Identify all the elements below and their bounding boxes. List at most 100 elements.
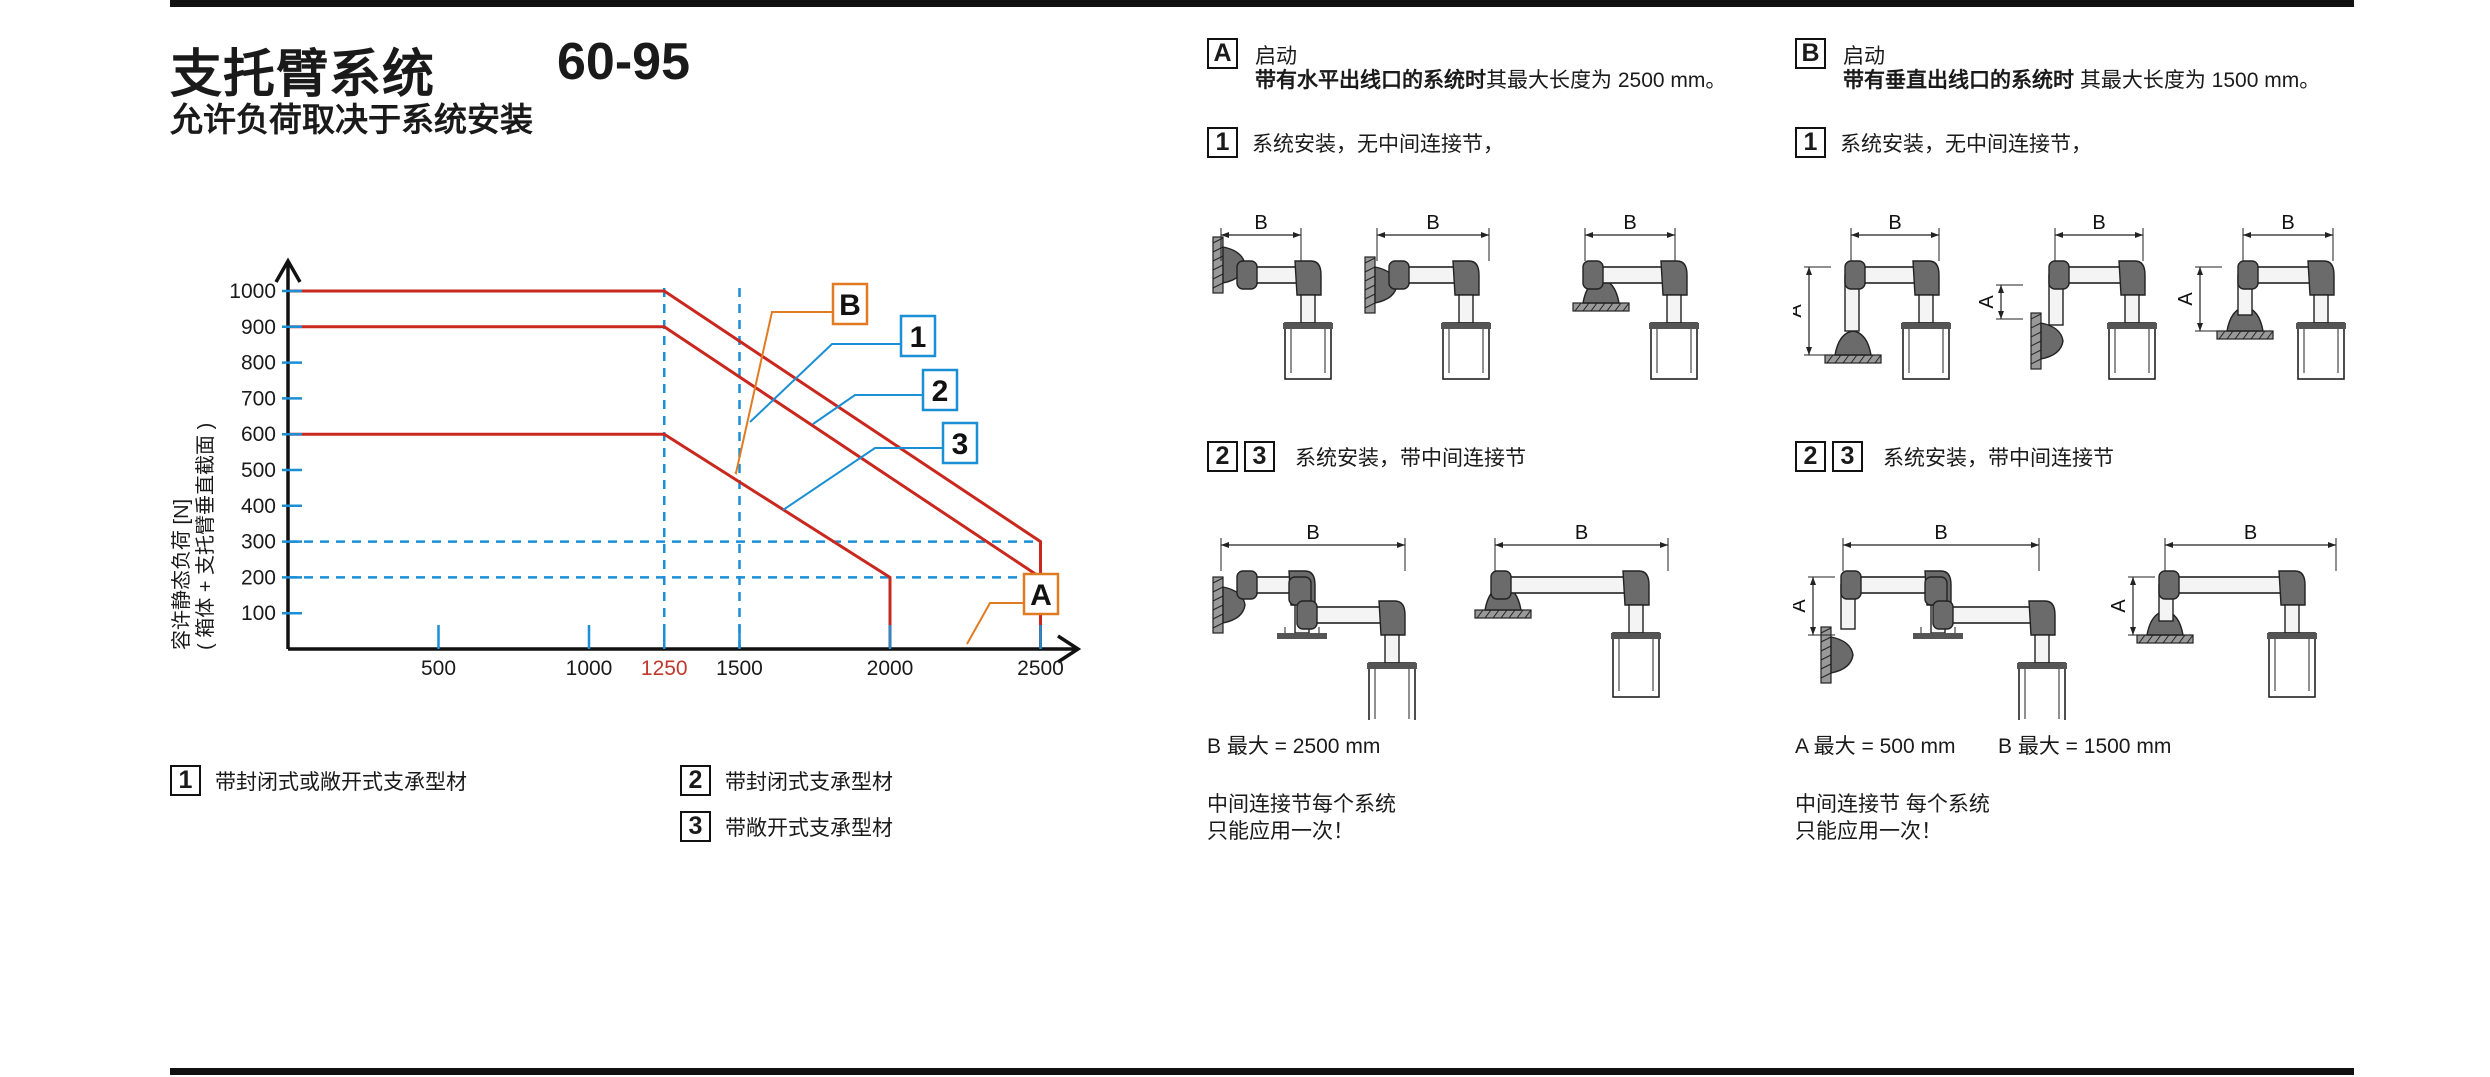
arm-tube xyxy=(2062,266,2126,284)
panel-b-line2-rest: 其最大长度为 1500 mm。 xyxy=(2074,69,2321,92)
hatch-line xyxy=(1858,354,1866,364)
arm-joint xyxy=(1388,260,1410,290)
hatch-line xyxy=(1212,577,1224,584)
panel-a-note2: 只能应用一次！ xyxy=(1207,820,1354,843)
series-line-3 xyxy=(288,432,892,649)
hatch-line xyxy=(1866,354,1874,364)
arm-elbow xyxy=(2307,260,2335,296)
legend-badge: 3 xyxy=(680,811,711,842)
hatch-line xyxy=(2242,330,2250,340)
hatch-line xyxy=(2178,634,2186,644)
hatch-line xyxy=(1582,302,1590,312)
hatch-line xyxy=(1850,354,1858,364)
hatch-line xyxy=(1606,302,1614,312)
arm-elbow xyxy=(1622,570,1650,606)
callout-label-3: 3 xyxy=(952,428,969,461)
hatch-line xyxy=(1820,636,1832,643)
callout-box-3 xyxy=(941,421,979,465)
panel-b-line2-bold: 带有垂直出线口的系统时 xyxy=(1843,69,2074,92)
panel-a-line2-rest: 其最大长度为 2500 mm。 xyxy=(1486,69,1727,92)
dimension-label-a: A xyxy=(1793,304,1806,318)
housing-cap xyxy=(2107,323,2157,329)
dimension-label-b: B xyxy=(2281,212,2294,234)
hatch-line xyxy=(1364,266,1376,273)
arm-tube xyxy=(1504,576,1630,594)
housing-cap xyxy=(1913,633,1963,639)
arm-tube xyxy=(2251,266,2315,284)
dimension-label-b: B xyxy=(1623,212,1636,234)
callout-leader-A xyxy=(966,602,1024,645)
hatch-line xyxy=(1212,586,1224,593)
hatch-line xyxy=(1574,302,1582,312)
legend-text: 带敞开式支承型材 xyxy=(725,816,893,840)
panel-a-sec1-text: 系统安装，无中间连接节， xyxy=(1252,132,1504,156)
hatch-line xyxy=(1364,257,1376,264)
x-tick-label: 2500 xyxy=(1017,657,1064,680)
hatch-line xyxy=(1212,622,1224,629)
housing-cap xyxy=(1649,323,1699,329)
arm-joint xyxy=(1490,570,1512,600)
dimension-label-b: B xyxy=(1888,212,1901,234)
wall-bracket xyxy=(1830,636,1854,674)
legend-item-1: 1 带封闭式或敞开式支承型材 xyxy=(170,765,467,796)
arm-joint xyxy=(1932,600,1954,630)
callout-leader-1 xyxy=(749,343,901,423)
arm-tube xyxy=(1858,266,1920,284)
hatch-line xyxy=(1508,609,1516,619)
arm-down-tube xyxy=(1628,604,1644,634)
y-tick-label: 700 xyxy=(241,387,276,410)
hatch-line xyxy=(1500,609,1508,619)
legend-item-2: 2 带封闭式支承型材 xyxy=(680,765,893,796)
hatch-line xyxy=(1212,264,1224,271)
housing-box xyxy=(1368,662,1416,720)
hatch-line xyxy=(1622,302,1630,312)
arm-tube xyxy=(2172,576,2286,594)
legend-badge: 1 xyxy=(170,765,201,796)
callout-label-1: 1 xyxy=(910,321,927,354)
panel-b-sec1-badge: 1 xyxy=(1795,127,1826,158)
hatch-line xyxy=(1820,645,1832,652)
hatch-line xyxy=(2226,330,2234,340)
arm-joint xyxy=(1844,260,1866,290)
callout-box-2 xyxy=(921,368,959,412)
y-tick-label: 500 xyxy=(241,459,276,482)
panel-a-header: A xyxy=(1207,38,1238,69)
hatch-line xyxy=(2030,313,2042,320)
legend-badge: 2 xyxy=(680,765,711,796)
panel-b-note1: 中间连接节 每个系统 xyxy=(1795,793,1990,816)
housing-cap xyxy=(1611,633,1661,639)
page-subtitle: 允许负荷取决于系统安装 xyxy=(170,101,533,138)
panel-b-header: B xyxy=(1795,38,1826,69)
housing-box xyxy=(1442,322,1490,380)
housing-box xyxy=(2268,632,2316,698)
hatch-line xyxy=(2162,634,2170,644)
hatch-line xyxy=(2154,634,2162,644)
wall-plate xyxy=(1364,256,1376,314)
panel-b-line2: 带有垂直出线口的系统时 其最大长度为 1500 mm。 xyxy=(1843,64,2320,94)
panel-a-line2-bold: 带有水平出线口的系统时 xyxy=(1255,69,1486,92)
callout-box-1 xyxy=(899,314,937,358)
y-axis-arrow xyxy=(274,257,302,283)
dimension-label-a: A xyxy=(1793,599,1810,613)
panel-a-sec2: 2 3 系统安装，带中间连接节 xyxy=(1207,441,1526,472)
panel-a-sec1: 1 系统安装，无中间连接节， xyxy=(1207,127,1504,158)
arm-down-tube xyxy=(1918,294,1934,324)
hatch-line xyxy=(2030,331,2042,338)
housing-cap xyxy=(1283,323,1333,329)
panel-b-sec2: 2 3 系统安装，带中间连接节 xyxy=(1795,441,2114,472)
hatch-line xyxy=(1484,609,1492,619)
panel-b-max-note-a: A 最大 = 500 mm xyxy=(1795,735,1956,758)
housing-cap xyxy=(1441,323,1491,329)
dimension-label-b: B xyxy=(1426,212,1439,234)
dimension-label-a: A xyxy=(1976,295,1998,309)
size-range: 60-95 xyxy=(557,33,690,91)
x-axis-arrow xyxy=(1057,634,1082,664)
dimension-label-b: B xyxy=(1934,522,1947,544)
x-tick-label: 500 xyxy=(421,657,456,680)
housing-cap xyxy=(1277,633,1327,639)
housing-box xyxy=(1284,322,1332,380)
panel-b-sec1-text: 系统安装，无中间连接节， xyxy=(1840,132,2092,156)
wall-plate xyxy=(2030,312,2042,370)
